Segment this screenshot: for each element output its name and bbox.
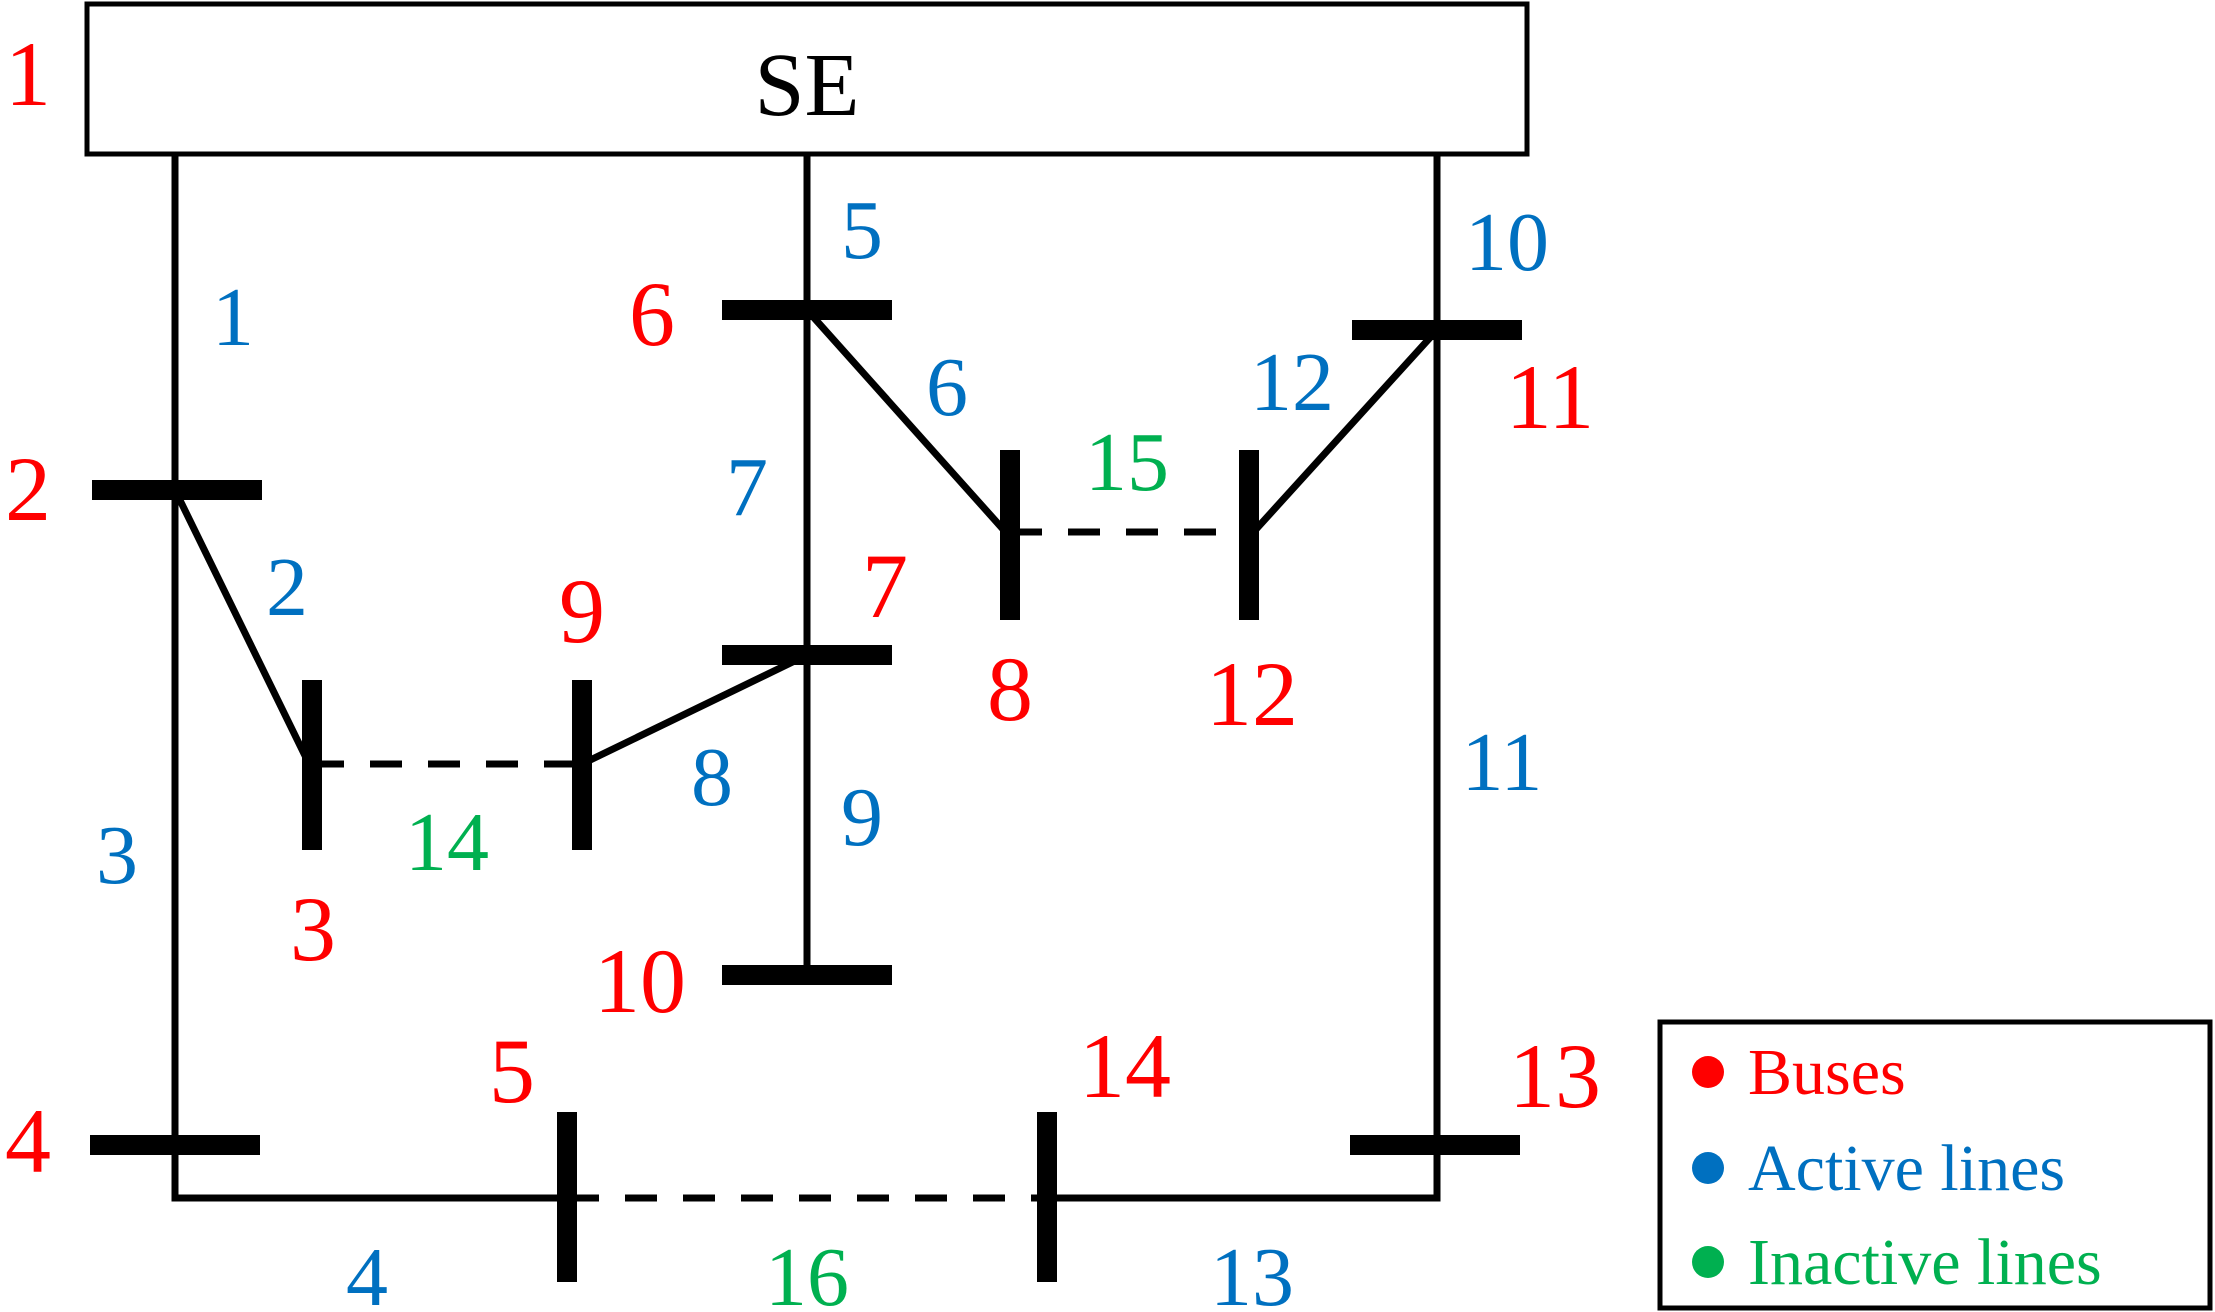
legend-marker-buses [1692, 1056, 1724, 1088]
substation-label: SE [754, 36, 859, 135]
inactive-line-labels: 14 15 16 [405, 416, 1169, 1312]
line-12-wire [1246, 327, 1440, 540]
line-4-wire [171, 1145, 567, 1202]
inactive-lines [312, 528, 1249, 1202]
bus-label-9: 9 [559, 560, 605, 662]
bus-label-4: 4 [5, 1090, 51, 1192]
line-6-wire [804, 307, 1013, 540]
bus-label-12: 12 [1206, 643, 1298, 745]
bus-label-10: 10 [594, 930, 686, 1032]
bus-label-3: 3 [290, 878, 336, 980]
line-label-13: 13 [1210, 1231, 1294, 1312]
legend-label-active-lines: Active lines [1748, 1132, 2065, 1205]
line-label-9: 9 [841, 771, 883, 864]
bus-bars [90, 300, 1522, 1282]
bus-label-1: 1 [5, 23, 51, 125]
line-label-12: 12 [1250, 336, 1334, 429]
legend-label-buses: Buses [1748, 1036, 1906, 1109]
line-2-wire [171, 488, 316, 772]
bus-label-7: 7 [862, 535, 908, 637]
bus-label-6: 6 [629, 263, 675, 365]
bus-label-5: 5 [489, 1020, 535, 1122]
line-label-14: 14 [405, 796, 489, 889]
substation-box [84, 1, 1530, 157]
line-label-16: 16 [765, 1231, 849, 1312]
line-label-3: 3 [96, 809, 138, 902]
line-label-6: 6 [926, 341, 968, 434]
bus-label-2: 2 [5, 438, 51, 540]
line-label-2: 2 [266, 541, 308, 634]
line-label-7: 7 [726, 441, 768, 534]
active-line-labels: 1 2 3 4 5 6 7 8 9 10 11 12 13 [96, 184, 1549, 1312]
line-label-8: 8 [691, 731, 733, 824]
line-label-10: 10 [1465, 196, 1549, 289]
legend-label-inactive-lines: Inactive lines [1748, 1226, 2102, 1299]
bus-labels: 1 2 3 4 5 6 7 8 9 10 11 12 13 14 [5, 23, 1601, 1192]
line-8-wire [580, 651, 809, 768]
bus-label-13: 13 [1509, 1025, 1601, 1127]
line-label-1: 1 [212, 271, 254, 364]
line-label-11: 11 [1462, 716, 1543, 809]
bus-label-8: 8 [987, 638, 1033, 740]
line-label-15: 15 [1085, 416, 1169, 509]
active-lines [171, 154, 1441, 1202]
line-label-4: 4 [346, 1231, 388, 1312]
bus-label-11: 11 [1506, 346, 1595, 448]
line-13-wire [1047, 1145, 1441, 1202]
legend-marker-active-lines [1692, 1152, 1724, 1184]
legend-box [1657, 1019, 2213, 1311]
legend-marker-inactive-lines [1692, 1246, 1724, 1278]
legend: Buses Active lines Inactive lines [1657, 1019, 2213, 1311]
bus-label-14: 14 [1079, 1015, 1171, 1117]
line-label-5: 5 [841, 184, 883, 277]
